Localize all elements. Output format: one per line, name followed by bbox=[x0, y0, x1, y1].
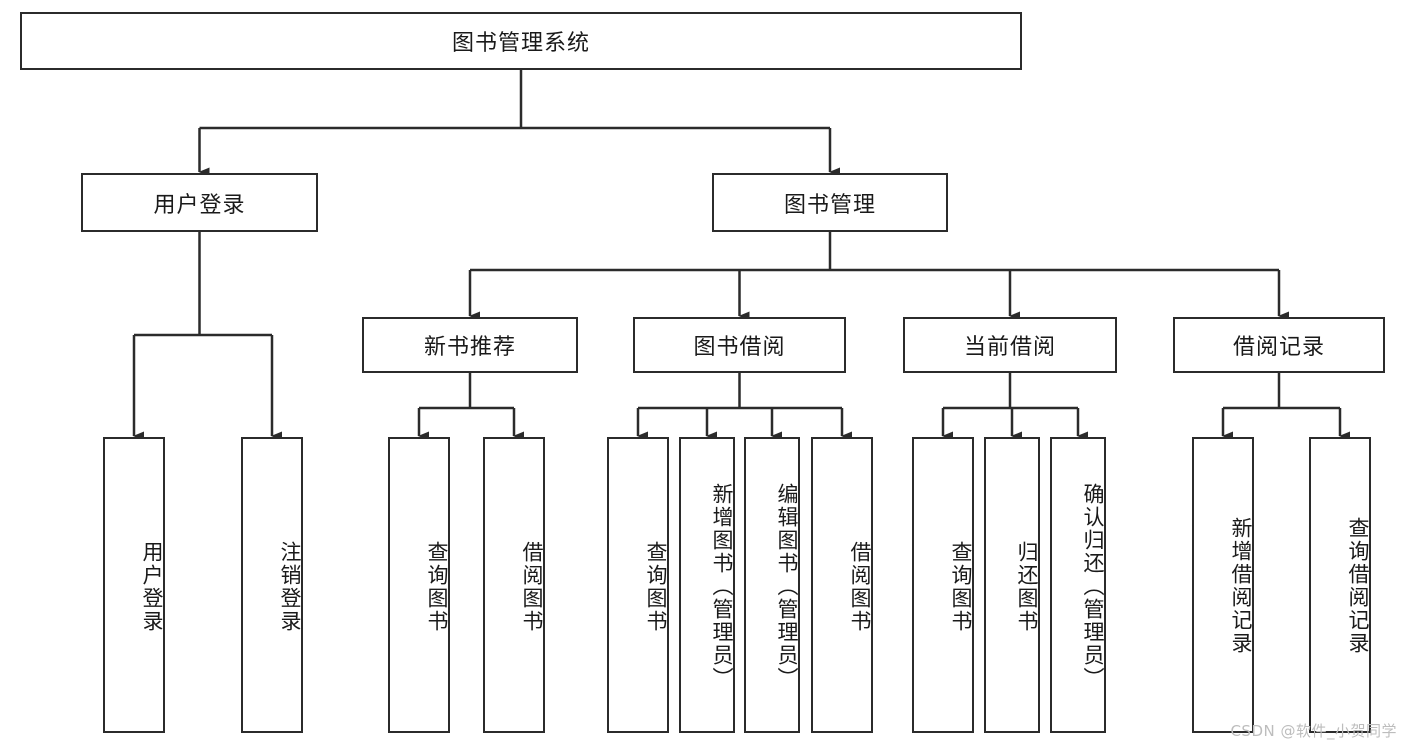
node-book-borrow[interactable]: 图书借阅 bbox=[633, 317, 846, 373]
node-leaf-query-book-3[interactable]: 查询图书 bbox=[912, 437, 974, 733]
node-label: 查询借阅记录 bbox=[1346, 517, 1370, 655]
node-borrow-record[interactable]: 借阅记录 bbox=[1173, 317, 1385, 373]
node-new-book-rec[interactable]: 新书推荐 bbox=[362, 317, 578, 373]
node-label: 图书管理系统 bbox=[451, 31, 590, 56]
node-leaf-add-record[interactable]: 新增借阅记录 bbox=[1192, 437, 1254, 733]
node-label: 注销登录 bbox=[278, 541, 302, 633]
node-label: 新书推荐 bbox=[423, 335, 516, 360]
node-user-login[interactable]: 用户登录 bbox=[81, 173, 318, 232]
node-leaf-edit-book[interactable]: 编辑图书（管理员） bbox=[744, 437, 800, 733]
node-label: 新增图书（管理员） bbox=[710, 482, 734, 690]
node-leaf-add-book[interactable]: 新增图书（管理员） bbox=[679, 437, 735, 733]
node-leaf-query-book-2[interactable]: 查询图书 bbox=[607, 437, 669, 733]
node-label: 确认归还（管理员） bbox=[1081, 482, 1105, 690]
node-label: 用户登录 bbox=[140, 541, 164, 633]
node-label: 新增借阅记录 bbox=[1229, 517, 1253, 655]
node-label: 查询图书 bbox=[949, 541, 973, 633]
node-label: 图书借阅 bbox=[693, 335, 786, 360]
node-leaf-return-book[interactable]: 归还图书 bbox=[984, 437, 1040, 733]
node-label: 借阅图书 bbox=[520, 541, 544, 633]
node-label: 归还图书 bbox=[1015, 541, 1039, 633]
node-root[interactable]: 图书管理系统 bbox=[20, 12, 1022, 70]
edge-group bbox=[132, 70, 1350, 441]
node-leaf-query-book-1[interactable]: 查询图书 bbox=[388, 437, 450, 733]
node-label: 查询图书 bbox=[425, 541, 449, 633]
node-label: 当前借阅 bbox=[963, 335, 1056, 360]
node-leaf-confirm-return[interactable]: 确认归还（管理员） bbox=[1050, 437, 1106, 733]
node-label: 查询图书 bbox=[644, 541, 668, 633]
node-leaf-borrow-book-2[interactable]: 借阅图书 bbox=[811, 437, 873, 733]
node-leaf-query-record[interactable]: 查询借阅记录 bbox=[1309, 437, 1371, 733]
node-leaf-user-logout[interactable]: 注销登录 bbox=[241, 437, 303, 733]
node-label: 借阅图书 bbox=[848, 541, 872, 633]
node-leaf-user-login[interactable]: 用户登录 bbox=[103, 437, 165, 733]
node-label: 编辑图书（管理员） bbox=[775, 482, 799, 690]
node-label: 用户登录 bbox=[153, 192, 246, 218]
node-leaf-borrow-book-1[interactable]: 借阅图书 bbox=[483, 437, 545, 733]
node-current-borrow[interactable]: 当前借阅 bbox=[903, 317, 1117, 373]
node-book-manage[interactable]: 图书管理 bbox=[712, 173, 948, 232]
watermark-text: CSDN @软件_小贺同学 bbox=[1230, 722, 1397, 740]
node-label: 借阅记录 bbox=[1232, 335, 1325, 360]
node-label: 图书管理 bbox=[783, 192, 876, 218]
